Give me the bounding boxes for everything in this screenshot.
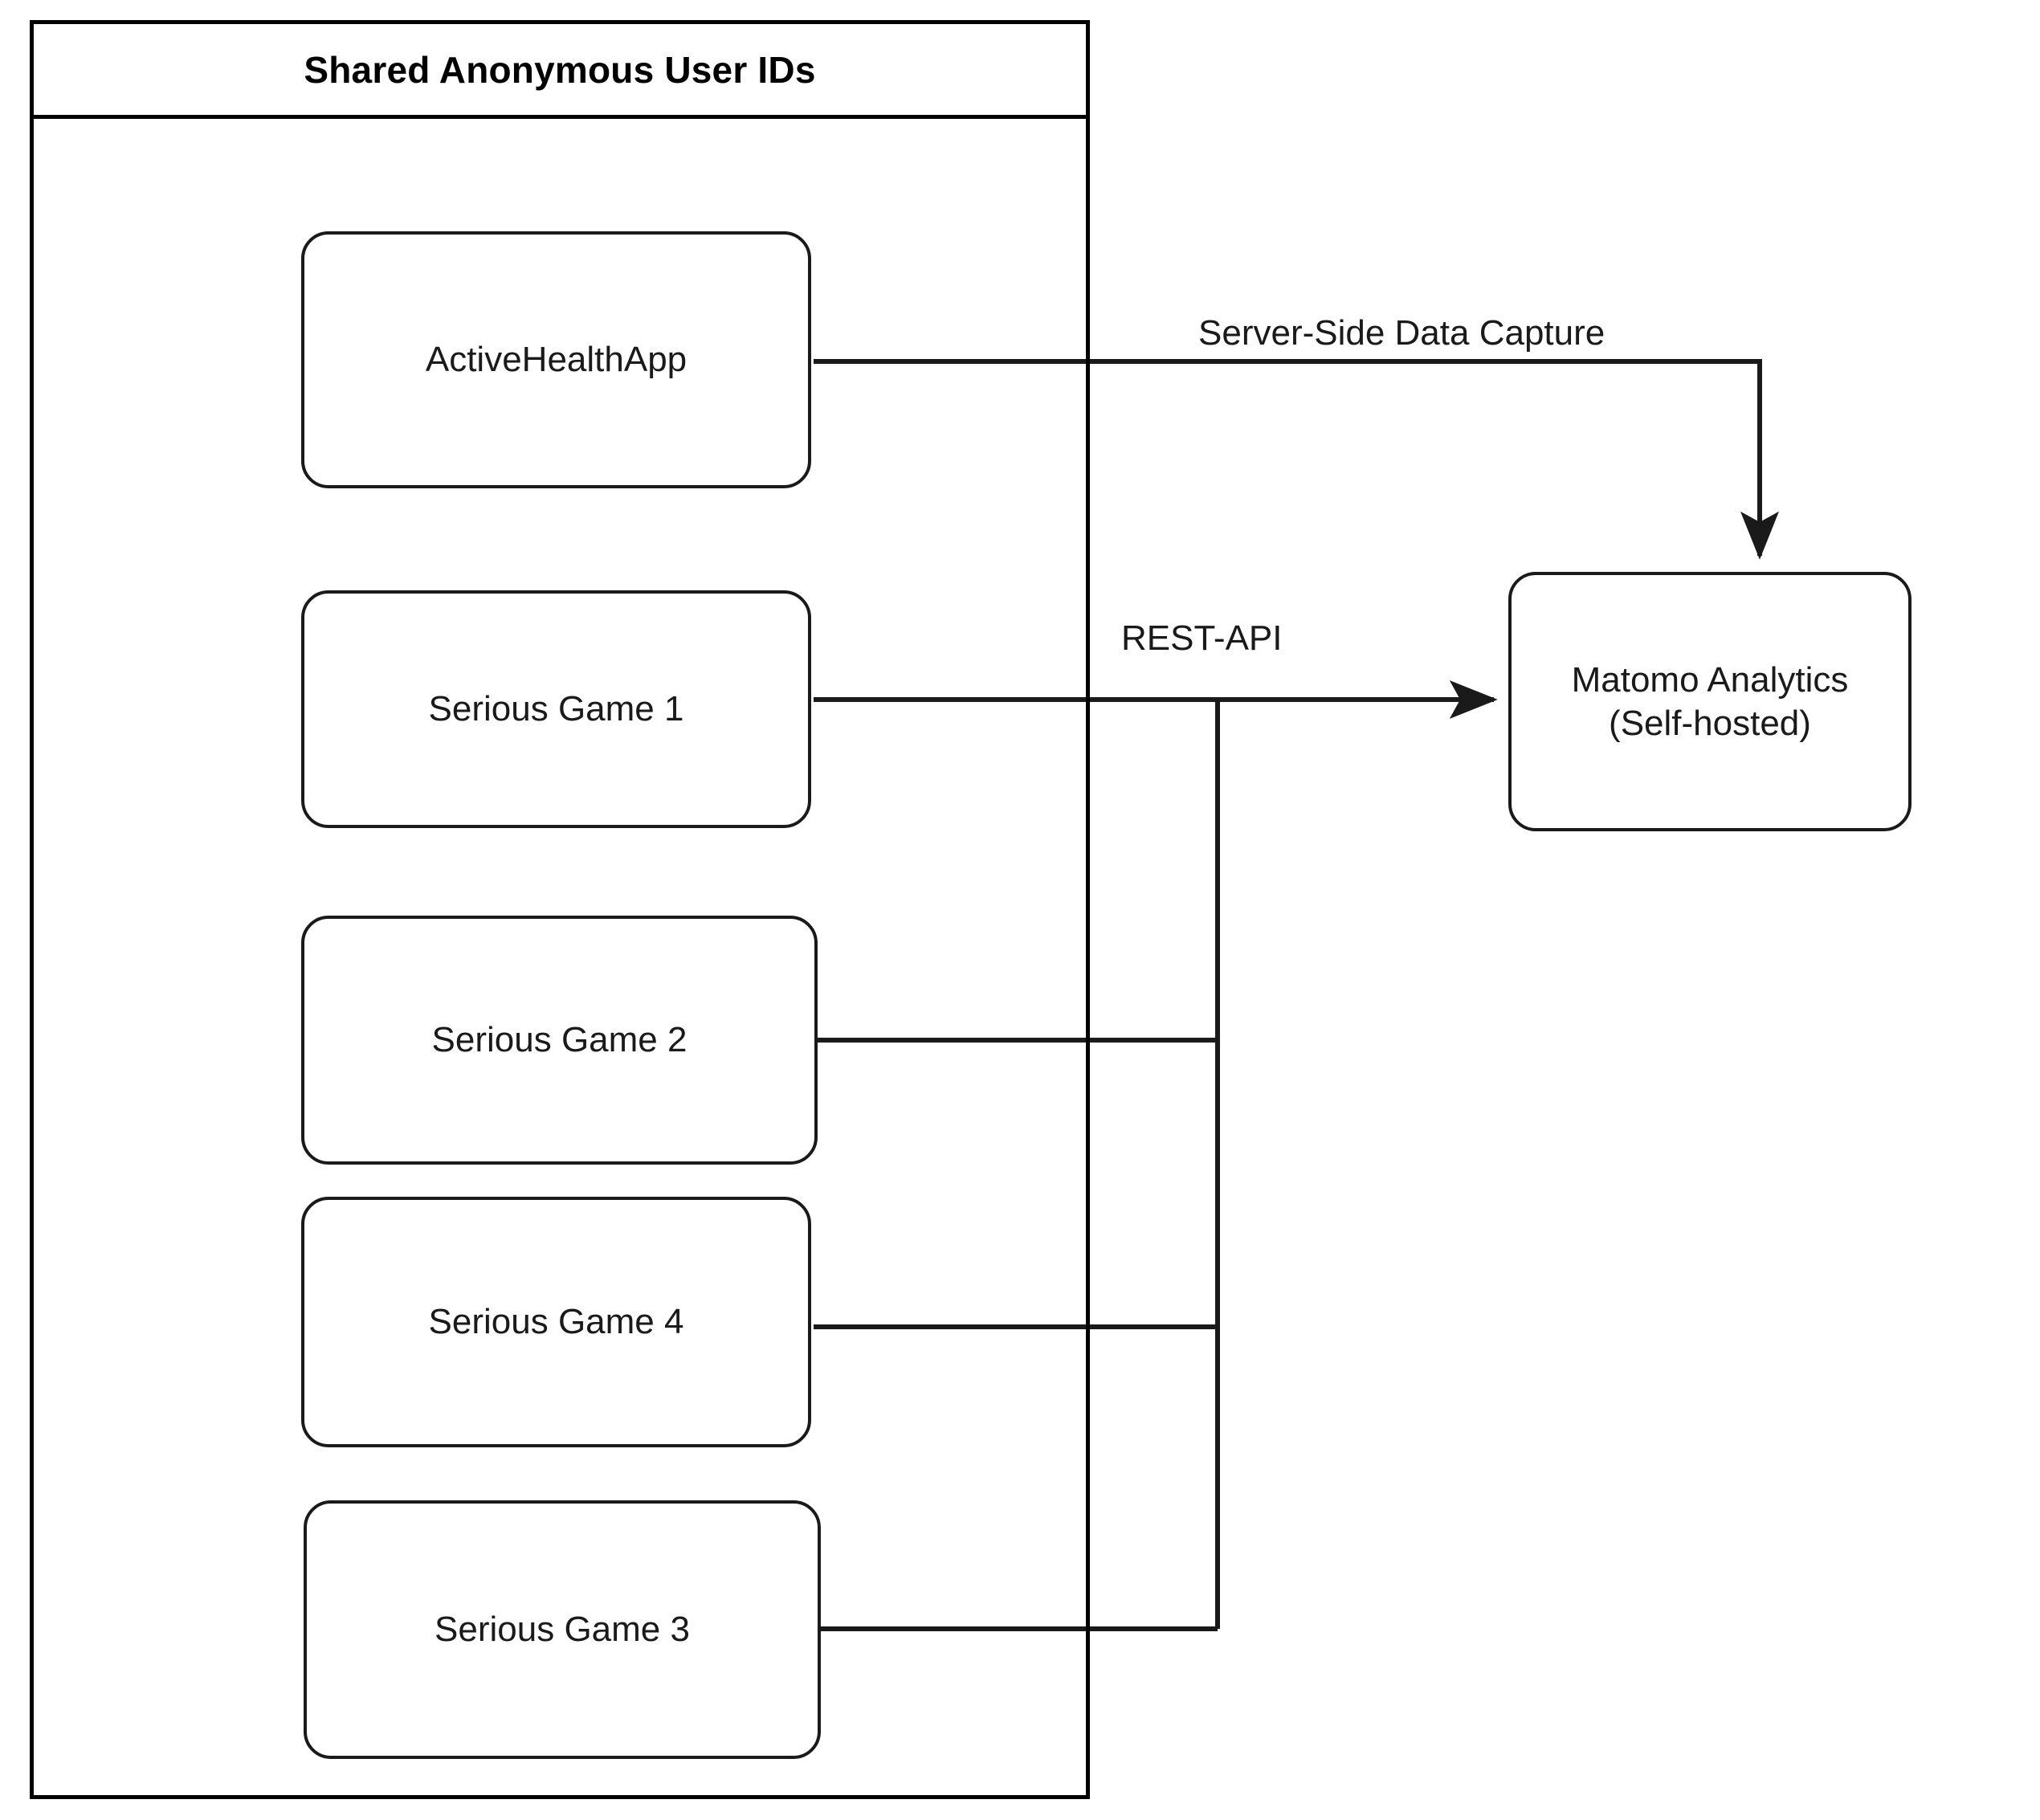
node-serious-game-1[interactable]: Serious Game 1 — [301, 590, 811, 828]
node-serious-game-4-label: Serious Game 4 — [428, 1302, 684, 1342]
edge-label-server-side-data-capture: Server-Side Data Capture — [1193, 313, 1610, 353]
edge-label-rest-api: REST-API — [1116, 618, 1287, 659]
node-activehealthapp-label: ActiveHealthApp — [425, 340, 687, 380]
node-matomo-analytics[interactable]: Matomo Analytics (Self-hosted) — [1508, 572, 1911, 831]
node-serious-game-4[interactable]: Serious Game 4 — [301, 1197, 811, 1447]
group-title-label: Shared Anonymous User IDs — [304, 48, 816, 91]
node-serious-game-3-label: Serious Game 3 — [435, 1610, 690, 1650]
node-serious-game-2[interactable]: Serious Game 2 — [301, 916, 818, 1165]
node-matomo-analytics-label: Matomo Analytics (Self-hosted) — [1571, 659, 1849, 743]
node-serious-game-3[interactable]: Serious Game 3 — [304, 1500, 821, 1759]
node-serious-game-1-label: Serious Game 1 — [428, 689, 684, 729]
edge-server-side-data-capture — [814, 359, 1779, 560]
node-activehealthapp[interactable]: ActiveHealthApp — [301, 231, 811, 488]
node-serious-game-2-label: Serious Game 2 — [431, 1020, 687, 1060]
group-title-bar: Shared Anonymous User IDs — [30, 20, 1090, 119]
